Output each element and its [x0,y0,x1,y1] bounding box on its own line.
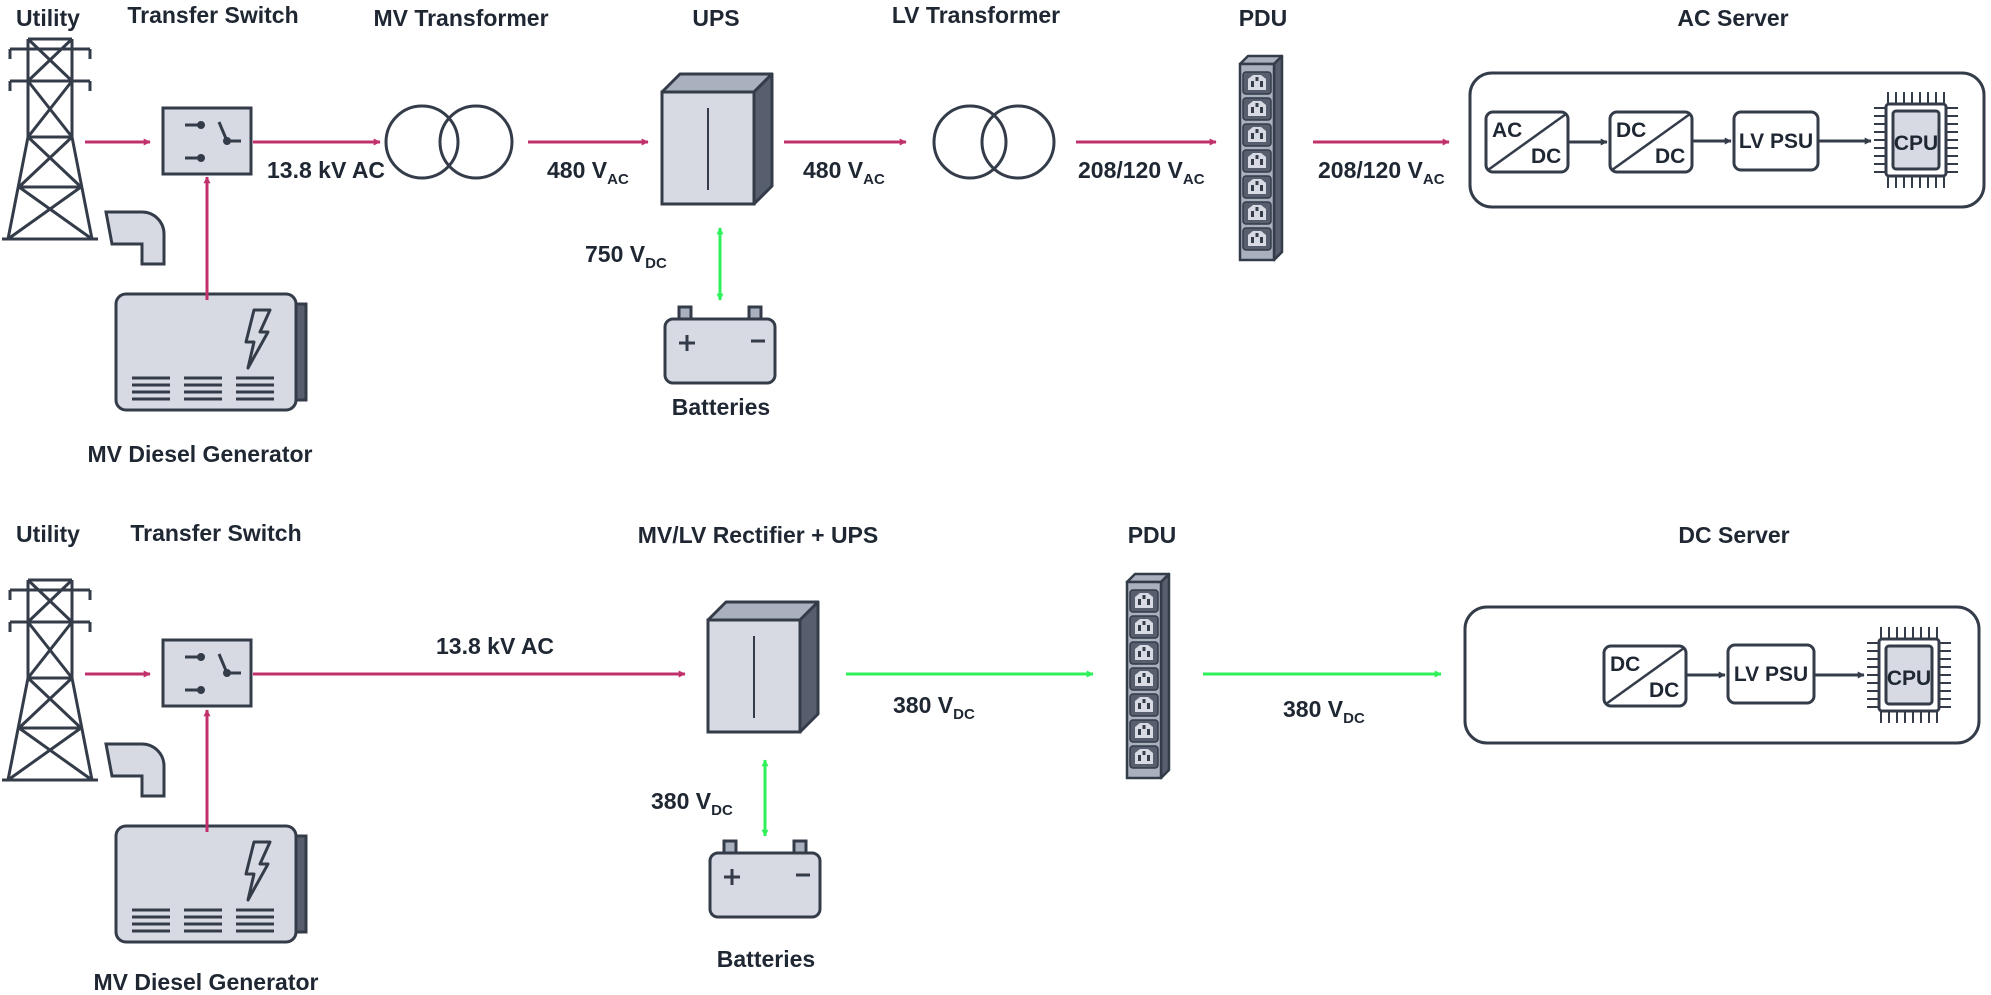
top-battery-voltage: 750 VDC [585,241,667,272]
top-pdu-out-voltage-sub: AC [1423,171,1445,188]
bottom-battery-voltage-sub: DC [711,802,733,819]
top-lv-psu: LV PSU [1732,110,1820,172]
top-batteries-label: Batteries [672,394,770,420]
top-ups-in-voltage-main: 480 V [547,157,608,183]
bottom-pdu-label: PDU [1128,522,1177,548]
top-cpu-text: CPU [1894,132,1938,155]
top-lv-transformer-label: LV Transformer [892,2,1060,28]
bottom-dcdc-top-text: DC [1610,653,1640,676]
bottom-transfer-switch-icon [161,638,253,708]
top-pdu-out-voltage: 208/120 VAC [1318,157,1445,188]
bottom-transmission-tower-icon [0,578,100,782]
bottom-rectifier-label: MV/LV Rectifier + UPS [638,522,879,548]
top-ac-server-label: AC Server [1677,5,1788,31]
top-ups-in-voltage-sub: AC [607,171,629,188]
top-dcdc-top-text: DC [1616,119,1646,142]
bottom-pdu-out-voltage: 380 VDC [1283,696,1365,727]
top-battery-voltage-sub: DC [645,255,667,272]
bottom-cpu-text: CPU [1887,667,1931,690]
bottom-transfer-switch-label: Transfer Switch [130,520,301,546]
bottom-battery-voltage: 380 VDC [651,788,733,819]
top-transfer-switch-icon [161,106,253,176]
top-utility-label: Utility [16,5,80,31]
top-acdc-converter: AC DC [1484,110,1570,174]
bottom-rectifier-cabinet-icon [706,600,820,734]
bottom-dcdc-bottom-text: DC [1649,679,1679,702]
top-lv-out-voltage-sub: AC [1183,171,1205,188]
bottom-lv-psu: LV PSU [1726,643,1816,705]
bottom-generator-label: MV Diesel Generator [94,969,319,995]
bottom-pdu-out-voltage-main: 380 V [1283,696,1344,722]
top-acdc-top-text: AC [1492,119,1522,142]
bottom-dc-server-box: DC DC LV PSU CPU [1463,605,1981,745]
top-pdu-icon [1240,56,1282,260]
bottom-batteries-label: Batteries [717,946,815,972]
top-ups-out-voltage-main: 480 V [803,157,864,183]
bottom-rect-out-voltage-sub: DC [953,706,975,723]
bottom-battery-voltage-main: 380 V [651,788,712,814]
top-dcdc-bottom-text: DC [1655,145,1685,168]
top-ups-in-voltage: 480 VAC [547,157,629,188]
bottom-rect-out-voltage-main: 380 V [893,692,954,718]
top-mv-transformer-label: MV Transformer [373,5,548,31]
bottom-pdu-icon [1127,574,1169,778]
top-ups-cabinet-icon [660,72,774,206]
bottom-dcdc-converter: DC DC [1602,644,1688,708]
top-battery-voltage-main: 750 V [585,241,646,267]
bottom-mv-voltage: 13.8 kV AC [436,633,554,659]
bottom-dc-server-label: DC Server [1678,522,1789,548]
top-lv-out-voltage-main: 208/120 V [1078,157,1184,183]
top-battery-icon [663,305,777,385]
bottom-rect-out-voltage: 380 VDC [893,692,975,723]
top-acdc-bottom-text: DC [1531,145,1561,168]
top-ups-label: UPS [692,5,739,31]
top-mv-voltage: 13.8 kV AC [267,157,385,183]
top-ups-out-voltage-sub: AC [863,171,885,188]
top-dcdc-converter: DC DC [1608,110,1694,174]
top-ups-out-voltage: 480 VAC [803,157,885,188]
top-psu-text: LV PSU [1739,130,1813,153]
bottom-battery-icon [708,839,822,919]
top-row: Utility Transfer Switch MV Transformer U… [0,2,1986,467]
top-pdu-out-voltage-main: 208/120 V [1318,157,1424,183]
bottom-utility-label: Utility [16,521,80,547]
top-lv-out-voltage: 208/120 VAC [1078,157,1205,188]
top-ac-server-box: AC DC DC DC LV PSU CPU [1468,71,1986,209]
top-pdu-label: PDU [1239,5,1288,31]
top-mv-transformer-icon [384,104,514,180]
top-generator-label: MV Diesel Generator [88,441,313,467]
top-transmission-tower-icon [0,37,100,241]
bottom-row: Utility Transfer Switch MV/LV Rectifier … [0,520,1981,995]
top-transfer-switch-label: Transfer Switch [127,2,298,28]
bottom-pdu-out-voltage-sub: DC [1343,710,1365,727]
top-lv-transformer-icon [932,104,1056,180]
bottom-psu-text: LV PSU [1734,663,1808,686]
